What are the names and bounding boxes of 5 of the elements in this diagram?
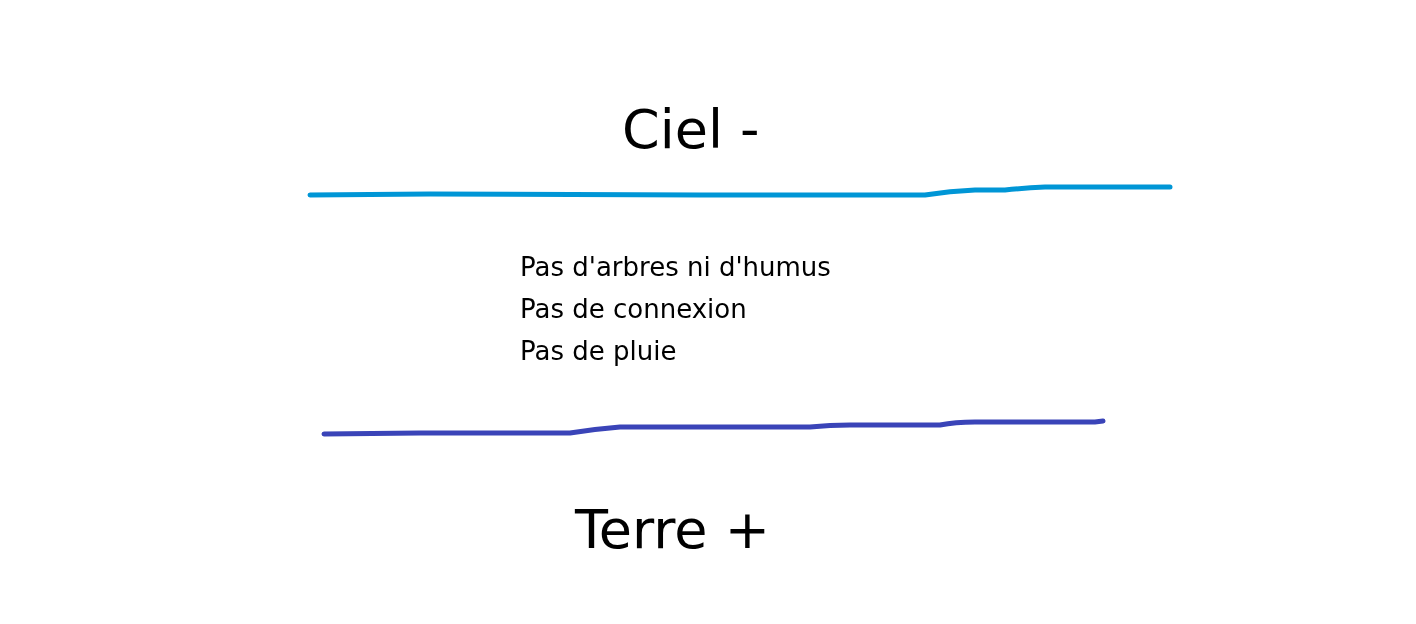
list-item-text: Pas de pluie bbox=[520, 335, 678, 368]
heading-text: Terre + bbox=[575, 497, 770, 563]
list-item-text: Pas de connexion bbox=[520, 293, 748, 326]
heading-text: Ciel - bbox=[622, 97, 760, 163]
list-item-text: Pas d'arbres ni d'humus bbox=[520, 251, 831, 284]
